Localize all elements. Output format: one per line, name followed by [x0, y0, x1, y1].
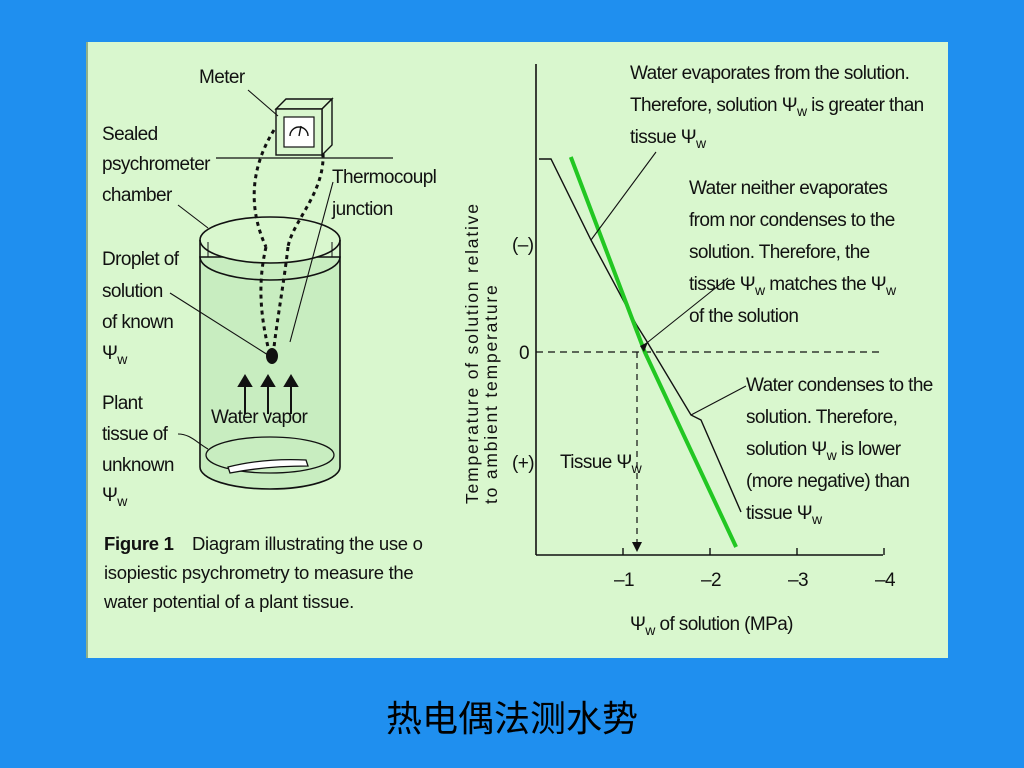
x-tick-label: –2 [701, 570, 721, 591]
tissue-psi-label: Tissue Ψw [560, 452, 643, 476]
thermocouple-label-1: Thermocoupl [332, 167, 436, 188]
figure-panel: Meter Sealed psychrometer chamber Thermo… [86, 42, 948, 658]
svg-text:Water condenses to the: Water condenses to the [746, 375, 933, 396]
plant-tissue [227, 459, 309, 474]
droplet [266, 348, 278, 364]
svg-text:Water neither evaporates: Water neither evaporates [689, 178, 887, 199]
annotation-evaporates: Water evaporates from the solution. Ther… [630, 63, 924, 151]
svg-text:Therefore, solution Ψw is grea: Therefore, solution Ψw is greater than [630, 95, 924, 119]
y-tick-pos: (+) [512, 453, 534, 474]
annotation-condenses: Water condenses to the solution. Therefo… [746, 375, 933, 527]
caption-bold: Figure 1 [104, 533, 174, 554]
svg-text:Water evaporates from the solu: Water evaporates from the solution. [630, 63, 909, 84]
svg-text:from nor condenses to the: from nor condenses to the [689, 210, 895, 231]
sealed-label-3: chamber [102, 185, 173, 206]
figure-svg: Meter Sealed psychrometer chamber Thermo… [102, 63, 933, 638]
plant-label-3: unknown [102, 455, 174, 476]
droplet-label-3: of known [102, 312, 173, 333]
figure-caption: Figure 1 Diagram illustrating the use o … [103, 533, 423, 612]
water-vapor-label: Water vapor [211, 407, 308, 428]
y-tick-zero: 0 [519, 343, 529, 364]
meter [274, 97, 334, 157]
droplet-label-2: solution [102, 281, 163, 302]
x-tick-label: –3 [788, 570, 808, 591]
droplet-psi-label: Ψw [102, 343, 128, 367]
thermocouple-label-2: junction [331, 199, 393, 220]
sealed-label-2: psychrometer [102, 154, 211, 175]
caption-line-2: isopiestic psychrometry to measure the [104, 562, 413, 583]
slide-title: 热电偶法测水势 [385, 699, 638, 740]
plant-psi-label: Ψw [102, 485, 128, 509]
caption-line-1: Diagram illustrating the use o [192, 533, 423, 554]
meter-label: Meter [199, 67, 246, 88]
solution-series-line [568, 156, 738, 548]
droplet-label-1: Droplet of [102, 249, 180, 270]
svg-text:tissue Ψw matches the Ψw: tissue Ψw matches the Ψw [689, 274, 897, 298]
sealed-label-1: Sealed [102, 124, 158, 145]
y-tick-neg: (–) [512, 235, 534, 256]
x-axis-title: Ψw of solution (MPa) [630, 614, 793, 638]
apparatus-diagram: Meter Sealed psychrometer chamber Thermo… [102, 67, 437, 509]
svg-text:solution Ψw is lower: solution Ψw is lower [746, 439, 902, 463]
x-tick-label: –4 [875, 570, 896, 591]
y-axis-title-2: to ambient temperature [481, 283, 501, 504]
x-tick-label: –1 [614, 570, 634, 591]
plant-label-1: Plant [102, 393, 144, 414]
vapor-arrows [237, 374, 299, 414]
plant-label-2: tissue of [102, 424, 169, 445]
x-ticks: –1 –2 –3 –4 [614, 548, 897, 591]
jar-lid [199, 216, 341, 264]
svg-text:of the solution: of the solution [689, 306, 798, 327]
annotation-equilibrium: Water neither evaporates from nor conden… [689, 178, 898, 327]
svg-text:(more negative) than: (more negative) than [746, 471, 909, 492]
offset-line [539, 158, 742, 513]
thermocouple-wire [252, 129, 276, 348]
svg-text:tissue Ψw: tissue Ψw [746, 503, 823, 527]
y-axis-title-1: Temperature of solution relative [462, 202, 482, 504]
svg-text:tissue Ψw: tissue Ψw [630, 127, 707, 151]
jar-bottom-dish [205, 436, 335, 474]
jar-body [199, 256, 341, 490]
svg-text:solution. Therefore, the: solution. Therefore, the [689, 242, 870, 263]
svg-text:solution. Therefore,: solution. Therefore, [746, 407, 897, 428]
jar-lid-band [199, 240, 341, 281]
psychrometer-graph: –1 –2 –3 –4 (–) 0 (+) Temperature of soluti… [462, 63, 933, 638]
caption-line-3: water potential of a plant tissue. [103, 591, 354, 612]
